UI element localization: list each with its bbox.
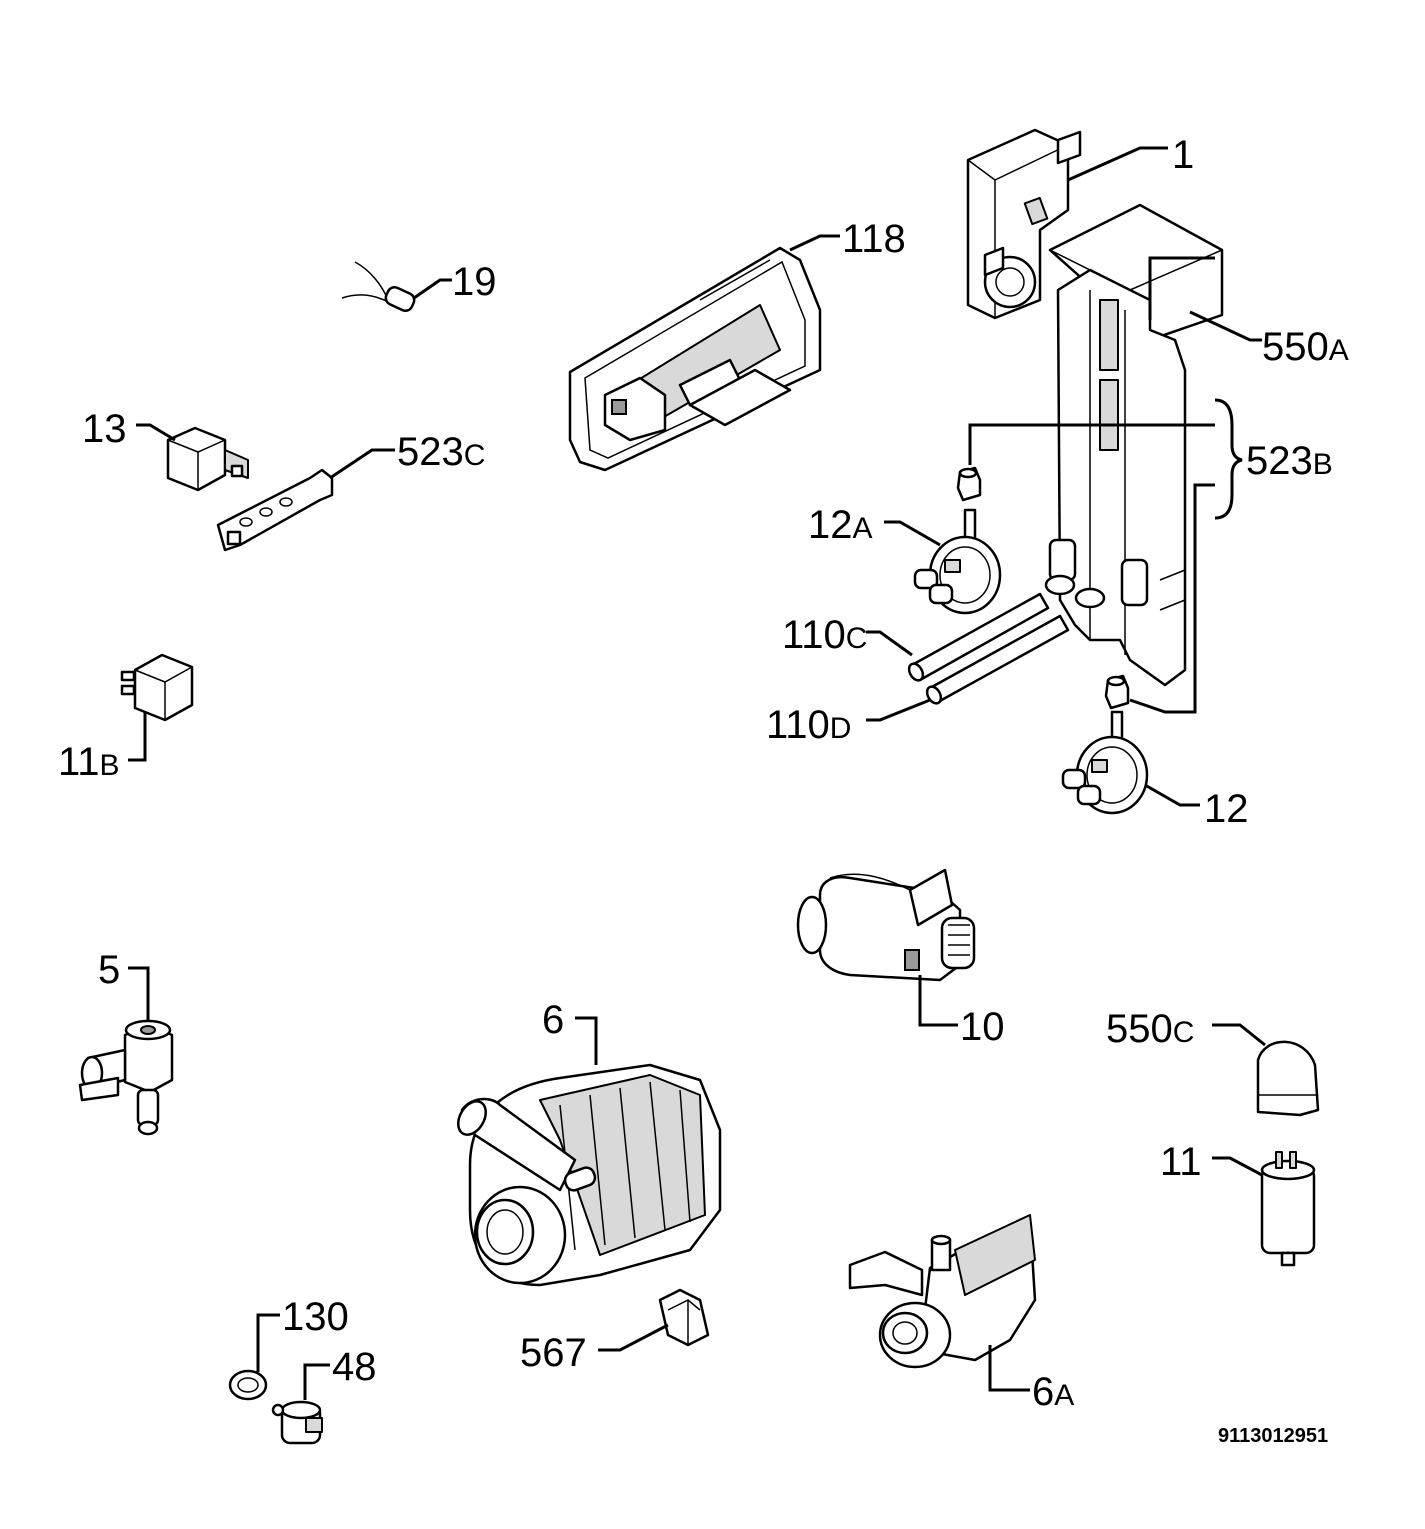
callout-6a: 6A xyxy=(988,1345,1074,1414)
part-130-seal-ring xyxy=(228,1369,268,1401)
svg-text:130: 130 xyxy=(282,1295,349,1339)
part-5-inlet-valve xyxy=(78,1019,174,1136)
callout-567: 567 xyxy=(520,1323,669,1375)
callout-130: 130 xyxy=(256,1295,349,1372)
svg-text:550C: 550C xyxy=(1106,1007,1194,1051)
part-523b-cap-bottom xyxy=(1104,674,1130,710)
callout-550a: 550A xyxy=(1189,310,1349,369)
callout-110d: 110D xyxy=(766,698,931,747)
svg-text:6: 6 xyxy=(542,998,564,1042)
svg-text:10: 10 xyxy=(960,1005,1005,1049)
svg-text:1: 1 xyxy=(1172,133,1194,177)
svg-text:118: 118 xyxy=(842,217,906,261)
svg-text:6A: 6A xyxy=(1032,1370,1074,1414)
svg-text:523B: 523B xyxy=(1246,439,1333,483)
svg-text:48: 48 xyxy=(332,1345,377,1389)
callout-523c: 523C xyxy=(329,430,485,480)
callout-11b: 11B xyxy=(58,712,147,784)
part-12a-pressure-switch xyxy=(913,508,1002,615)
part-523b-cap-top xyxy=(956,466,982,502)
part-118-control-panel xyxy=(568,246,822,472)
part-110c-hose xyxy=(907,592,1050,682)
callout-13: 13 xyxy=(82,407,176,451)
svg-text:110D: 110D xyxy=(766,703,851,747)
svg-text:5: 5 xyxy=(98,948,120,992)
part-1-timer xyxy=(966,128,1082,320)
callout-10: 10 xyxy=(918,975,1005,1049)
svg-text:11: 11 xyxy=(1160,1140,1202,1184)
callout-6: 6 xyxy=(542,998,598,1065)
callout-5: 5 xyxy=(98,948,150,1020)
part-10-heater xyxy=(796,868,976,982)
svg-text:19: 19 xyxy=(452,260,497,304)
svg-text:12A: 12A xyxy=(808,503,873,547)
part-550c-cap xyxy=(1256,1040,1320,1117)
part-48-plug xyxy=(271,1400,323,1445)
part-110d-hose xyxy=(925,614,1070,705)
callout-12a: 12A xyxy=(808,503,941,547)
callout-19: 19 xyxy=(413,260,497,304)
part-6a-drain-pump xyxy=(848,1214,1037,1369)
part-13-switch xyxy=(166,426,249,492)
callout-48: 48 xyxy=(303,1345,377,1400)
part-11b-relay xyxy=(120,653,194,722)
svg-text:523C: 523C xyxy=(397,430,485,474)
callout-110c: 110C xyxy=(782,613,913,657)
part-523b-valve-assembly xyxy=(1044,268,1187,687)
callout-523b: 523B xyxy=(968,256,1333,714)
svg-text:550A: 550A xyxy=(1262,325,1349,369)
part-12-pressure-switch xyxy=(1061,710,1149,815)
part-6-circulation-pump xyxy=(457,1063,722,1287)
part-11-capacitor xyxy=(1260,1151,1316,1267)
svg-text:110C: 110C xyxy=(782,613,867,657)
svg-text:11B: 11B xyxy=(58,740,120,784)
callout-12: 12 xyxy=(1144,783,1249,831)
part-19-sensor xyxy=(341,261,416,313)
svg-text:567: 567 xyxy=(520,1331,587,1375)
part-523c-bracket xyxy=(216,468,334,552)
callout-1: 1 xyxy=(1067,133,1194,182)
callout-11: 11 xyxy=(1160,1140,1263,1184)
callout-550c: 550C xyxy=(1106,1007,1266,1051)
svg-text:12: 12 xyxy=(1204,787,1249,831)
svg-text:13: 13 xyxy=(82,407,127,451)
document-code: 9113012951 xyxy=(1218,1425,1328,1447)
callout-118: 118 xyxy=(789,217,906,261)
part-567-clip xyxy=(658,1288,710,1347)
